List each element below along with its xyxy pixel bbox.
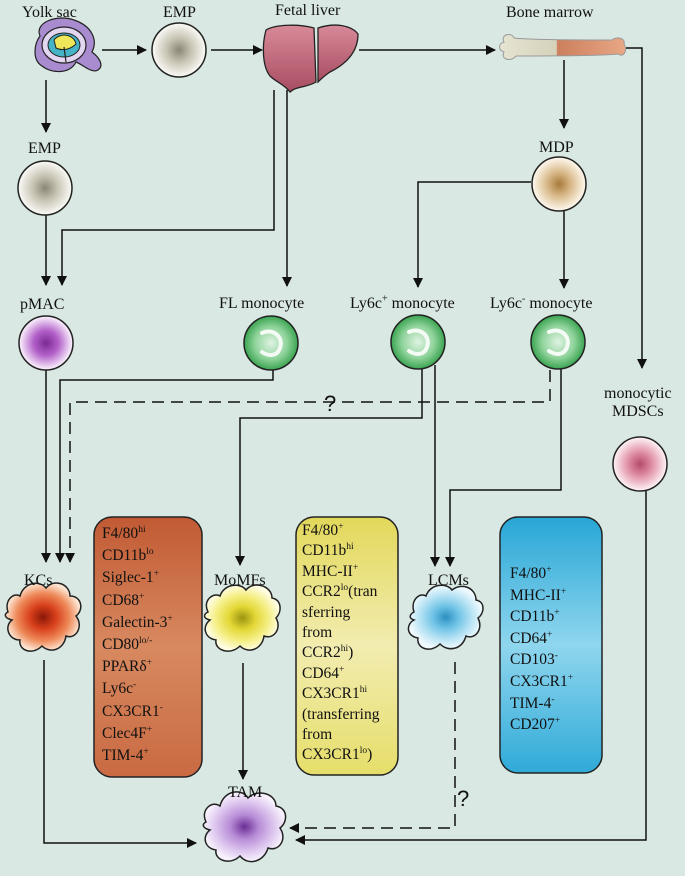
- label-tam: TAM: [228, 784, 263, 801]
- monocyte-nuclei: [260, 328, 570, 357]
- lcms-marker-list: F4/80+ MHC-II+ CD11b+ CD64+ CD103- CX3CR1+ TIM…: [500, 519, 602, 773]
- label-emp-left: EMP: [28, 140, 61, 157]
- kcs-marker-line: TIM-4+: [102, 746, 149, 765]
- connector-arrows: [41, 45, 647, 848]
- momfs-marker-line: F4/80+: [302, 521, 344, 539]
- kcs-marker-line: Galectin-3+: [102, 613, 173, 631]
- momfs-marker-line: (transferring: [302, 705, 380, 723]
- label-ly6c-pos-monocyte: Ly6c+ monocyte: [350, 293, 455, 312]
- label-fl-monocyte: FL monocyte: [219, 295, 305, 312]
- lcms-marker-line: CD11b+: [510, 608, 560, 626]
- lcms-marker-box: [499, 516, 603, 774]
- label-momfs: MoMFs: [214, 572, 266, 589]
- momfs-marker-line: CCR2hi): [302, 644, 354, 662]
- fl-monocyte-cell: [243, 315, 299, 371]
- dashed-arrows: [65, 370, 551, 833]
- label-pmac: pMAC: [20, 296, 65, 313]
- lcms-marker-line: MHC-II+: [510, 586, 567, 604]
- lcms-marker-line: TIM-4-: [510, 694, 555, 712]
- label-yolk-sac: Yolk sac: [22, 4, 77, 21]
- momfs-marker-line: MHC-II+: [302, 562, 359, 580]
- momfs-marker-line: CCR2lo(tran: [302, 583, 378, 601]
- question-mark-lower: ?: [457, 786, 470, 811]
- question-mark-upper: ?: [324, 391, 337, 416]
- label-kcs: KCs: [24, 572, 53, 589]
- kcs-marker-line: CX3CR1-: [102, 702, 163, 720]
- mdp-cell: [531, 156, 587, 212]
- tam-cell: [202, 791, 287, 863]
- bone-marrow-icon: [499, 34, 627, 60]
- momfs-marker-line: CD64+: [302, 664, 345, 682]
- kcs-marker-line: CD11blo: [102, 547, 154, 565]
- pmac-cell: [18, 315, 74, 371]
- momfs-marker-line: CX3CR1hi: [302, 685, 368, 703]
- momfs-marker-box: [295, 516, 399, 776]
- kcs-marker-box: [93, 516, 203, 778]
- emp-cell-left: [17, 160, 73, 216]
- kcs-marker-line: Ly6c-: [102, 680, 137, 698]
- momfs-marker-line: CX3CR1lo): [302, 746, 373, 764]
- kcs-marker-line: CD68+: [102, 591, 145, 609]
- label-mdp: MDP: [539, 139, 574, 156]
- lcms-marker-line: F4/80+: [510, 564, 552, 582]
- kcs-marker-line: Clec4F+: [102, 724, 153, 742]
- monocytic-mdsc-cell: [612, 436, 668, 492]
- yolk-sac-icon: [34, 17, 102, 73]
- kcs-marker-line: Siglec-1+: [102, 569, 160, 587]
- lcms-marker-line: CD64+: [510, 629, 553, 647]
- label-ly6c-neg-monocyte: Ly6c- monocyte: [490, 293, 593, 312]
- lcms-marker-line: CD103-: [510, 651, 558, 669]
- kcs-marker-line: F4/80hi: [102, 524, 146, 542]
- kcs-marker-line: PPARδ+: [102, 658, 153, 676]
- momfs-marker-line: from: [302, 624, 333, 642]
- ly6c-pos-monocyte-cell: [390, 314, 446, 370]
- lcms-marker-line: CD207+: [510, 716, 561, 734]
- lcm-cell: [407, 584, 484, 650]
- label-fetal-liver: Fetal liver: [275, 2, 341, 19]
- lcms-marker-line: CX3CR1+: [510, 672, 574, 690]
- label-bone-marrow: Bone marrow: [506, 4, 594, 21]
- momfs-marker-line: sferring: [302, 603, 351, 621]
- label-lcms: LCMs: [428, 572, 469, 589]
- momfs-marker-line: from: [302, 726, 333, 744]
- emp-cell-top: [151, 22, 207, 78]
- kcs-marker-line: CD80lo/-: [102, 635, 153, 654]
- momf-cell: [203, 584, 281, 652]
- kc-cell: [4, 582, 82, 652]
- fetal-liver-icon: [262, 24, 359, 93]
- label-emp-top: EMP: [163, 4, 196, 21]
- ly6c-neg-monocyte-cell: [530, 314, 586, 370]
- momfs-marker-line: CD11bhi: [302, 542, 354, 560]
